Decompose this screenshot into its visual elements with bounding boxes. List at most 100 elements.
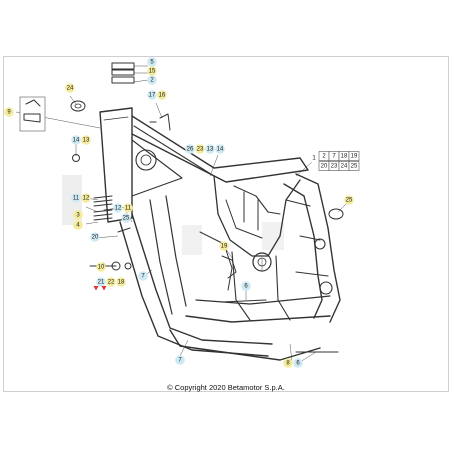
callout-number: 18 [341, 153, 348, 159]
callout-badge [185, 144, 195, 154]
callout-number: 11 [125, 205, 132, 211]
callout-7c: 7 [175, 355, 185, 365]
callout-8: 8 [283, 358, 293, 368]
callout-number: 10 [98, 264, 105, 270]
callout-13a: 13 [81, 135, 91, 145]
callout-23: 23 [195, 144, 205, 154]
callout-3: 3 [73, 210, 83, 220]
bracket-part-9 [19, 96, 46, 132]
callout-14a: 14 [71, 135, 81, 145]
callout-badge [147, 66, 157, 76]
callout-number: 19 [351, 153, 358, 159]
callout-badge [90, 232, 100, 242]
callout-number: 2 [322, 153, 326, 159]
callout-6a: 6 [241, 281, 251, 291]
callout-5: 5 [147, 57, 157, 67]
warning-marker [101, 286, 107, 291]
callout-number: 21 [98, 279, 105, 285]
callout-badge [123, 203, 133, 213]
steering-bearing-stack [111, 62, 135, 84]
callout-number: 23 [331, 163, 338, 169]
callout-number: 7 [141, 273, 145, 279]
callout-number: 20 [92, 234, 99, 240]
callout-11b: 11 [123, 203, 133, 213]
callout-badge [215, 144, 225, 154]
callout-badge [73, 210, 83, 220]
callout-20a: 20 [90, 232, 100, 242]
callout-badge [293, 358, 303, 368]
callout-number: 2 [150, 77, 154, 83]
callout-number: 23 [197, 146, 204, 152]
callout-9: 9 [4, 107, 14, 117]
callout-badge [195, 144, 205, 154]
callout-badge [113, 203, 123, 213]
callout-badge [71, 135, 81, 145]
callout-19b: 19 [219, 241, 229, 251]
callout-number: 8 [286, 360, 290, 366]
callout-14b: 14 [215, 144, 225, 154]
callout-number: 25 [351, 163, 358, 169]
callout-number: 7 [178, 357, 182, 363]
callout-badge [96, 262, 106, 272]
callout-number: 14 [73, 137, 80, 143]
callout-21: 21 [96, 277, 106, 287]
callout-badge [283, 358, 293, 368]
diagram-border [3, 56, 449, 392]
callout-number: 5 [150, 59, 154, 65]
callout-badge [4, 107, 14, 117]
callout-number: 1 [312, 155, 316, 161]
callout-badge [116, 277, 126, 287]
callout-number: 3 [76, 212, 80, 218]
callout-11a: 11 [71, 193, 81, 203]
callout-number: 4 [76, 222, 80, 228]
callout-number: 22 [108, 279, 115, 285]
callout-25b: 25 [348, 161, 360, 171]
callout-badge [147, 57, 157, 67]
callout-17: 17 [147, 90, 157, 100]
callout-number: 24 [67, 85, 74, 91]
callout-number: 9 [7, 109, 11, 115]
callout-badge [147, 90, 157, 100]
callout-badge [71, 193, 81, 203]
bolt-parts-10 [89, 261, 132, 271]
callout-23b: 23 [328, 161, 340, 171]
spring-parts [93, 195, 113, 221]
callout-2b: 2 [318, 151, 330, 161]
callout-badge [348, 161, 360, 171]
callout-number: 20 [321, 163, 328, 169]
callout-1: 1 [309, 153, 319, 163]
callout-18: 18 [338, 151, 350, 161]
callout-badge [81, 193, 91, 203]
callout-badge [205, 144, 215, 154]
callout-number: 13 [207, 146, 214, 152]
callout-20b: 20 [318, 161, 330, 171]
callout-4: 4 [73, 220, 83, 230]
callout-6b: 6 [293, 358, 303, 368]
callout-badge [121, 213, 131, 223]
callout-2a: 2 [147, 75, 157, 85]
callout-badge [138, 271, 148, 281]
callout-number: 11 [73, 195, 80, 201]
callout-badge [348, 151, 360, 161]
callout-24b: 24 [338, 161, 350, 171]
callout-number: 25 [346, 197, 353, 203]
callout-13b: 13 [205, 144, 215, 154]
callout-number: 12 [83, 195, 90, 201]
callout-badge [106, 277, 116, 287]
callout-16: 16 [157, 90, 167, 100]
callout-badge [309, 153, 319, 163]
callout-number: 24 [341, 163, 348, 169]
callout-number: 12 [115, 205, 122, 211]
callout-badge [175, 355, 185, 365]
callout-number: 17 [149, 92, 156, 98]
callout-badge [157, 90, 167, 100]
callout-number: 26 [187, 146, 194, 152]
callout-7a: 7 [328, 151, 340, 161]
callout-12a: 12 [81, 193, 91, 203]
callout-badge [241, 281, 251, 291]
callout-number: 18 [118, 279, 125, 285]
callout-badge [147, 75, 157, 85]
callout-badge [219, 241, 229, 251]
